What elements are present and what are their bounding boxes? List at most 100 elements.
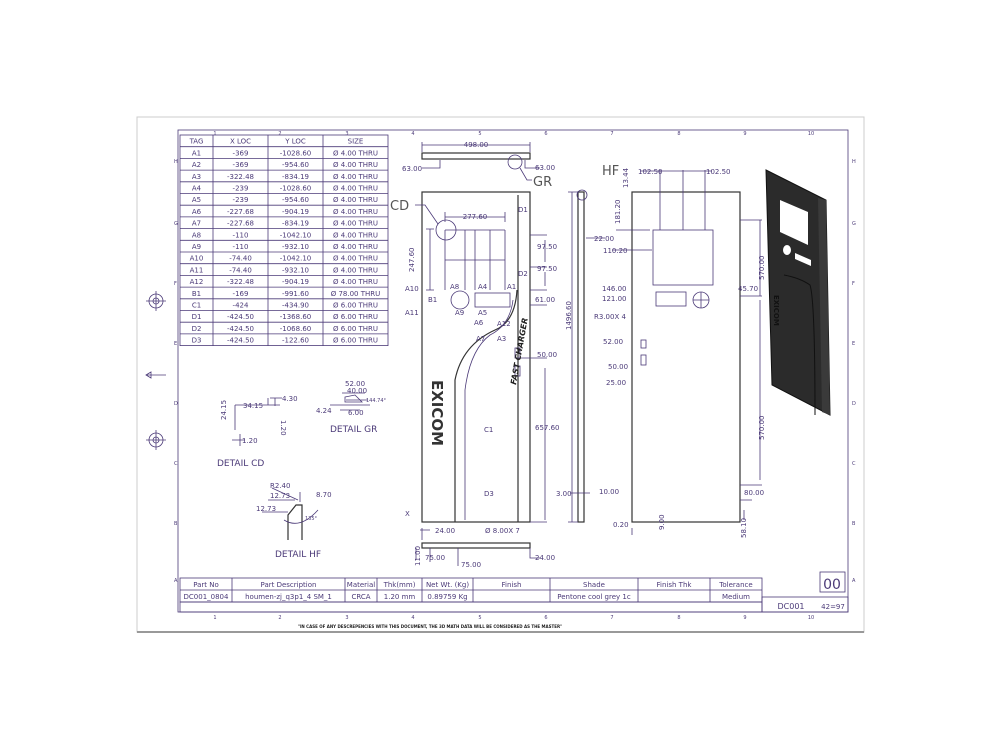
table-cell: -169 [233,290,249,298]
dim: 102.50 [638,168,663,176]
title-value: Pentone cool grey 1c [557,593,631,601]
table-cell: Ø 4.00 THRU [333,196,378,204]
registration-mark-icon [146,291,166,311]
dim: 24.00 [535,554,555,562]
zone-column-label: 7 [610,131,613,137]
dim: 52.00 [603,338,623,346]
title-value: houmen-zj_q3p1_4 SM_1 [245,593,332,601]
zone-column-label: 4 [411,615,414,621]
zone-column-label: 5 [478,131,481,137]
table-cell: A6 [192,208,202,216]
table-cell: -227.68 [227,208,254,216]
hole-tag-d2: D2 [518,270,528,278]
title-value: DC001_0804 [184,593,229,601]
table-cell: -322.48 [227,278,254,286]
table-cell: -322.48 [227,173,254,181]
hole-tag-a12: A12 [497,320,511,328]
table-cell: Ø 4.00 THRU [333,208,378,216]
table-cell: -239 [233,196,249,204]
callout-gr: GR [533,175,552,190]
zone-row-label: A [852,578,856,584]
column-header: SIZE [348,138,364,146]
table-cell: Ø 4.00 THRU [333,185,378,193]
zone-row-label: H [174,159,178,165]
dim: 1496.60 [565,301,573,330]
table-cell: -1042.10 [280,255,311,263]
dim: 9.00 [658,514,666,530]
hole-tag-b1: B1 [428,296,437,304]
zone-column-label: 4 [411,131,414,137]
zone-column-label: 6 [544,615,547,621]
table-cell: -369 [233,161,249,169]
table-cell: -991.60 [282,290,309,298]
drawing-sheet [136,116,865,633]
table-cell: D2 [192,325,202,333]
table-cell: -932.10 [282,266,309,274]
hole-tag-x: X [405,510,410,518]
table-cell: A8 [192,231,201,239]
table-cell: -954.60 [282,196,309,204]
table-cell: -904.19 [282,278,309,286]
table-cell: -1042.10 [280,231,311,239]
footer-note: "IN CASE OF ANY DESCREPENCIES WITH THIS … [298,624,562,629]
dim: 102.50 [706,168,731,176]
table-cell: -424.50 [227,337,254,345]
dim: 52.00 [345,380,365,388]
dim: 45.70 [738,285,758,293]
detail-title: DETAIL GR [330,425,377,435]
table-cell: -74.40 [229,266,252,274]
title-header: Finish Thk [657,581,693,589]
title-header: Material [347,581,375,589]
title-header: Tolerance [718,581,752,589]
dim: 277.60 [463,213,488,221]
hole-tag-a4: A4 [478,283,488,291]
dim: 121.00 [602,295,627,303]
zone-column-label: 10 [808,131,814,137]
dim: 10.00 [599,488,619,496]
dim: 24.15 [220,400,228,420]
table-cell: -932.10 [282,243,309,251]
hole-tag-a3: A3 [497,335,506,343]
table-cell: Ø 4.00 THRU [333,231,378,239]
detail-hf: R2.40 12.73 12.73 8.70 135° DETAIL HF [256,482,332,560]
callout-cd: CD [390,199,409,214]
hole-tag-a7: A7 [476,335,485,343]
zone-column-label: 1 [213,615,216,621]
detail-gr: 52.00 40.00 4.24 6.00 144.74° DETAIL GR [316,380,386,435]
zone-column-label: 7 [610,615,613,621]
dim: 34.15 [243,402,263,410]
zone-column-label: 6 [544,131,547,137]
brand-logo: EXICOM [428,380,446,446]
dim: 4.30 [282,395,298,403]
zone-column-label: 10 [808,615,814,621]
dim: 144.74° [366,398,386,404]
table-cell: -1068.60 [280,325,311,333]
table-cell: Ø 6.00 THRU [333,302,378,310]
dim: 1.20 [242,437,258,445]
zone-row-label: B [174,521,178,527]
dim: 75.00 [461,561,481,569]
dim: 12.73 [270,492,290,500]
dim: 498.00 [464,141,489,149]
table-cell: A10 [190,255,204,263]
dim: 570.00 [758,416,766,441]
title-header: Net Wt. (Kg) [426,581,469,589]
table-cell: -1368.60 [280,313,311,321]
callout-hf: HF [602,164,619,179]
zone-column-label: 9 [743,615,746,621]
dim: 97.50 [537,243,557,251]
table-cell: Ø 4.00 THRU [333,149,378,157]
table-cell: Ø 4.00 THRU [333,220,378,228]
dim: R3.00X 4 [594,313,626,321]
